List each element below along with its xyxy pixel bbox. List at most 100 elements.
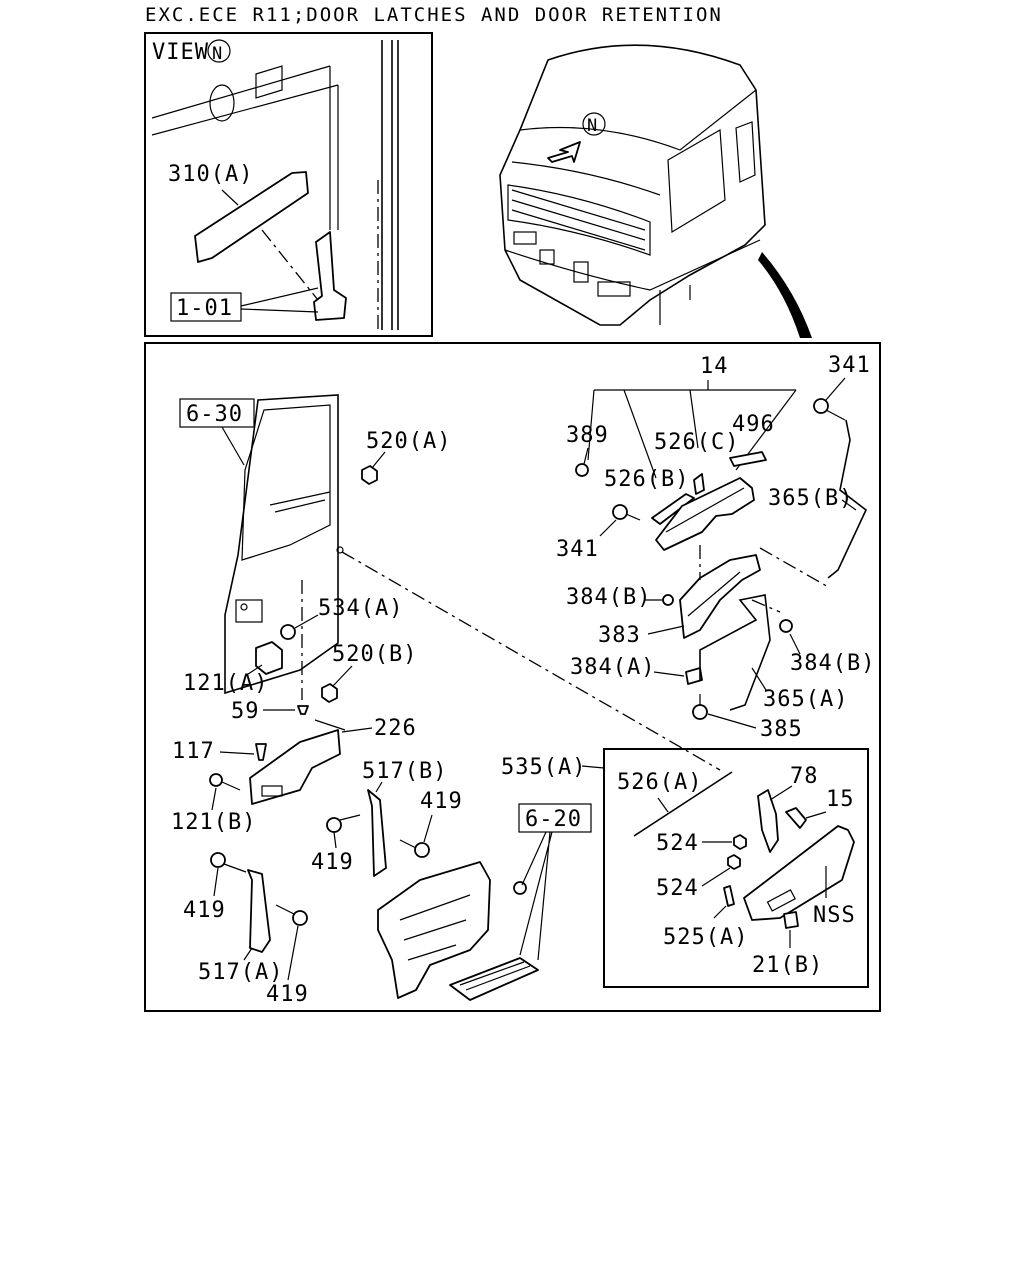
cab-marker-circle: [582, 112, 606, 136]
leader-line: [751, 667, 767, 691]
step-assembly: 6-20: [377, 803, 592, 1001]
part-517a-bracket: [247, 869, 271, 953]
leader-line: [332, 665, 353, 687]
part-21b-clip: [783, 911, 799, 929]
callout-524-a: 524: [656, 831, 699, 856]
leader-line: [825, 377, 846, 401]
callout-384a: 384(A): [570, 655, 655, 680]
step-bolt: [513, 881, 527, 895]
bolt-419-head: [414, 842, 430, 858]
callout-534a: 534(A): [318, 596, 403, 621]
part-520a-nut: [361, 465, 378, 485]
callout-419-c: 419: [183, 898, 226, 923]
callout-496: 496: [732, 412, 775, 437]
part-59-pin: [297, 705, 309, 715]
callout-121b: 121(B): [171, 810, 256, 835]
callout-nss: NSS: [813, 903, 856, 928]
part-384b-clip: [662, 594, 674, 606]
leader-line: [240, 287, 319, 307]
bracket-line: [687, 571, 741, 617]
leader-line: [244, 664, 263, 677]
callout-419-b: 419: [420, 789, 463, 814]
leader-line: [805, 811, 827, 819]
callout-526a: 526(A): [617, 770, 702, 795]
leader-line: [689, 389, 699, 449]
cab-lamp: [573, 261, 589, 283]
leader-line: [423, 814, 433, 843]
leader-line: [221, 426, 245, 466]
ref-6-30-box: [179, 398, 255, 428]
zoom-pointer: [758, 252, 812, 338]
cab-door-window: [667, 129, 726, 234]
part-520b-nut: [321, 683, 338, 703]
dash-line: [341, 551, 721, 771]
leader-line: [371, 451, 386, 469]
leader-line: [375, 781, 383, 793]
bolt-shank: [275, 904, 295, 915]
door-beltline: [269, 491, 331, 513]
door-latch-plate: [235, 599, 263, 623]
callout-517b: 517(B): [362, 759, 447, 784]
cab-windshield-base: [511, 161, 661, 196]
inset-535a-frame: [603, 748, 869, 988]
callout-384b-right: 384(B): [790, 651, 875, 676]
leader-line: [769, 785, 793, 801]
leader-line: [213, 867, 219, 897]
callout-383: 383: [598, 623, 641, 648]
ref-6-20-box: [518, 803, 592, 833]
leader-line: [294, 614, 319, 629]
part-526c-clip: [693, 473, 705, 495]
cab-grille-slats: [511, 189, 646, 251]
view-label: VIEW: [152, 40, 209, 65]
leader-line: [314, 719, 346, 731]
leader-line: [243, 947, 253, 961]
leader-line: [221, 189, 239, 206]
step-bracket-lines: [399, 894, 471, 961]
door-window-frame: [241, 404, 331, 561]
callout-310a: 310(A): [168, 162, 253, 187]
part-526a-strip: [633, 771, 733, 837]
part-78-bracket: [757, 789, 779, 853]
dash-line: [751, 599, 781, 613]
callout-385: 385: [760, 717, 803, 742]
bolt-419-head: [292, 910, 308, 926]
leader-line: [653, 671, 685, 677]
part-517b-bracket: [367, 789, 387, 877]
bolt-shank: [399, 839, 417, 849]
interior-oval: [209, 84, 235, 122]
dash-line: [261, 229, 319, 301]
cab-outline: [499, 44, 766, 326]
part-384a-clip: [685, 667, 703, 685]
view-n-frame: [144, 32, 433, 337]
part-310a-label-plate: [194, 171, 309, 263]
callout-365a: 365(A): [763, 687, 848, 712]
cab-illustration: N: [499, 44, 812, 338]
callout-526b: 526(B): [604, 467, 689, 492]
callout-520b: 520(B): [332, 642, 417, 667]
part-226-latch-bracket: [249, 729, 341, 805]
leader-line: [341, 727, 373, 733]
callout-517a: 517(A): [198, 960, 283, 985]
bracket-slot: [261, 785, 283, 797]
interior-line: [151, 65, 331, 119]
bolt-341: [813, 398, 829, 414]
leader-line: [623, 389, 657, 479]
bolt-shank: [625, 513, 641, 521]
callout-384b-left: 384(B): [566, 585, 651, 610]
panel-slot: [766, 889, 796, 912]
callout-365b: 365(B): [768, 486, 853, 511]
ref-1-01-box: [170, 292, 242, 322]
callout-14: 14: [700, 354, 729, 379]
leader-line: [287, 925, 299, 981]
leader-line: [789, 633, 801, 655]
callout-341-top: 341: [828, 353, 871, 378]
leader-line: [240, 308, 319, 313]
cab-lamp: [513, 231, 537, 245]
callout-520a: 520(A): [366, 429, 451, 454]
leader-line: [841, 499, 857, 511]
bolt-shank: [221, 781, 241, 791]
part-121a-striker: [255, 641, 283, 675]
leader-line: [219, 751, 255, 755]
hole: [336, 546, 344, 554]
